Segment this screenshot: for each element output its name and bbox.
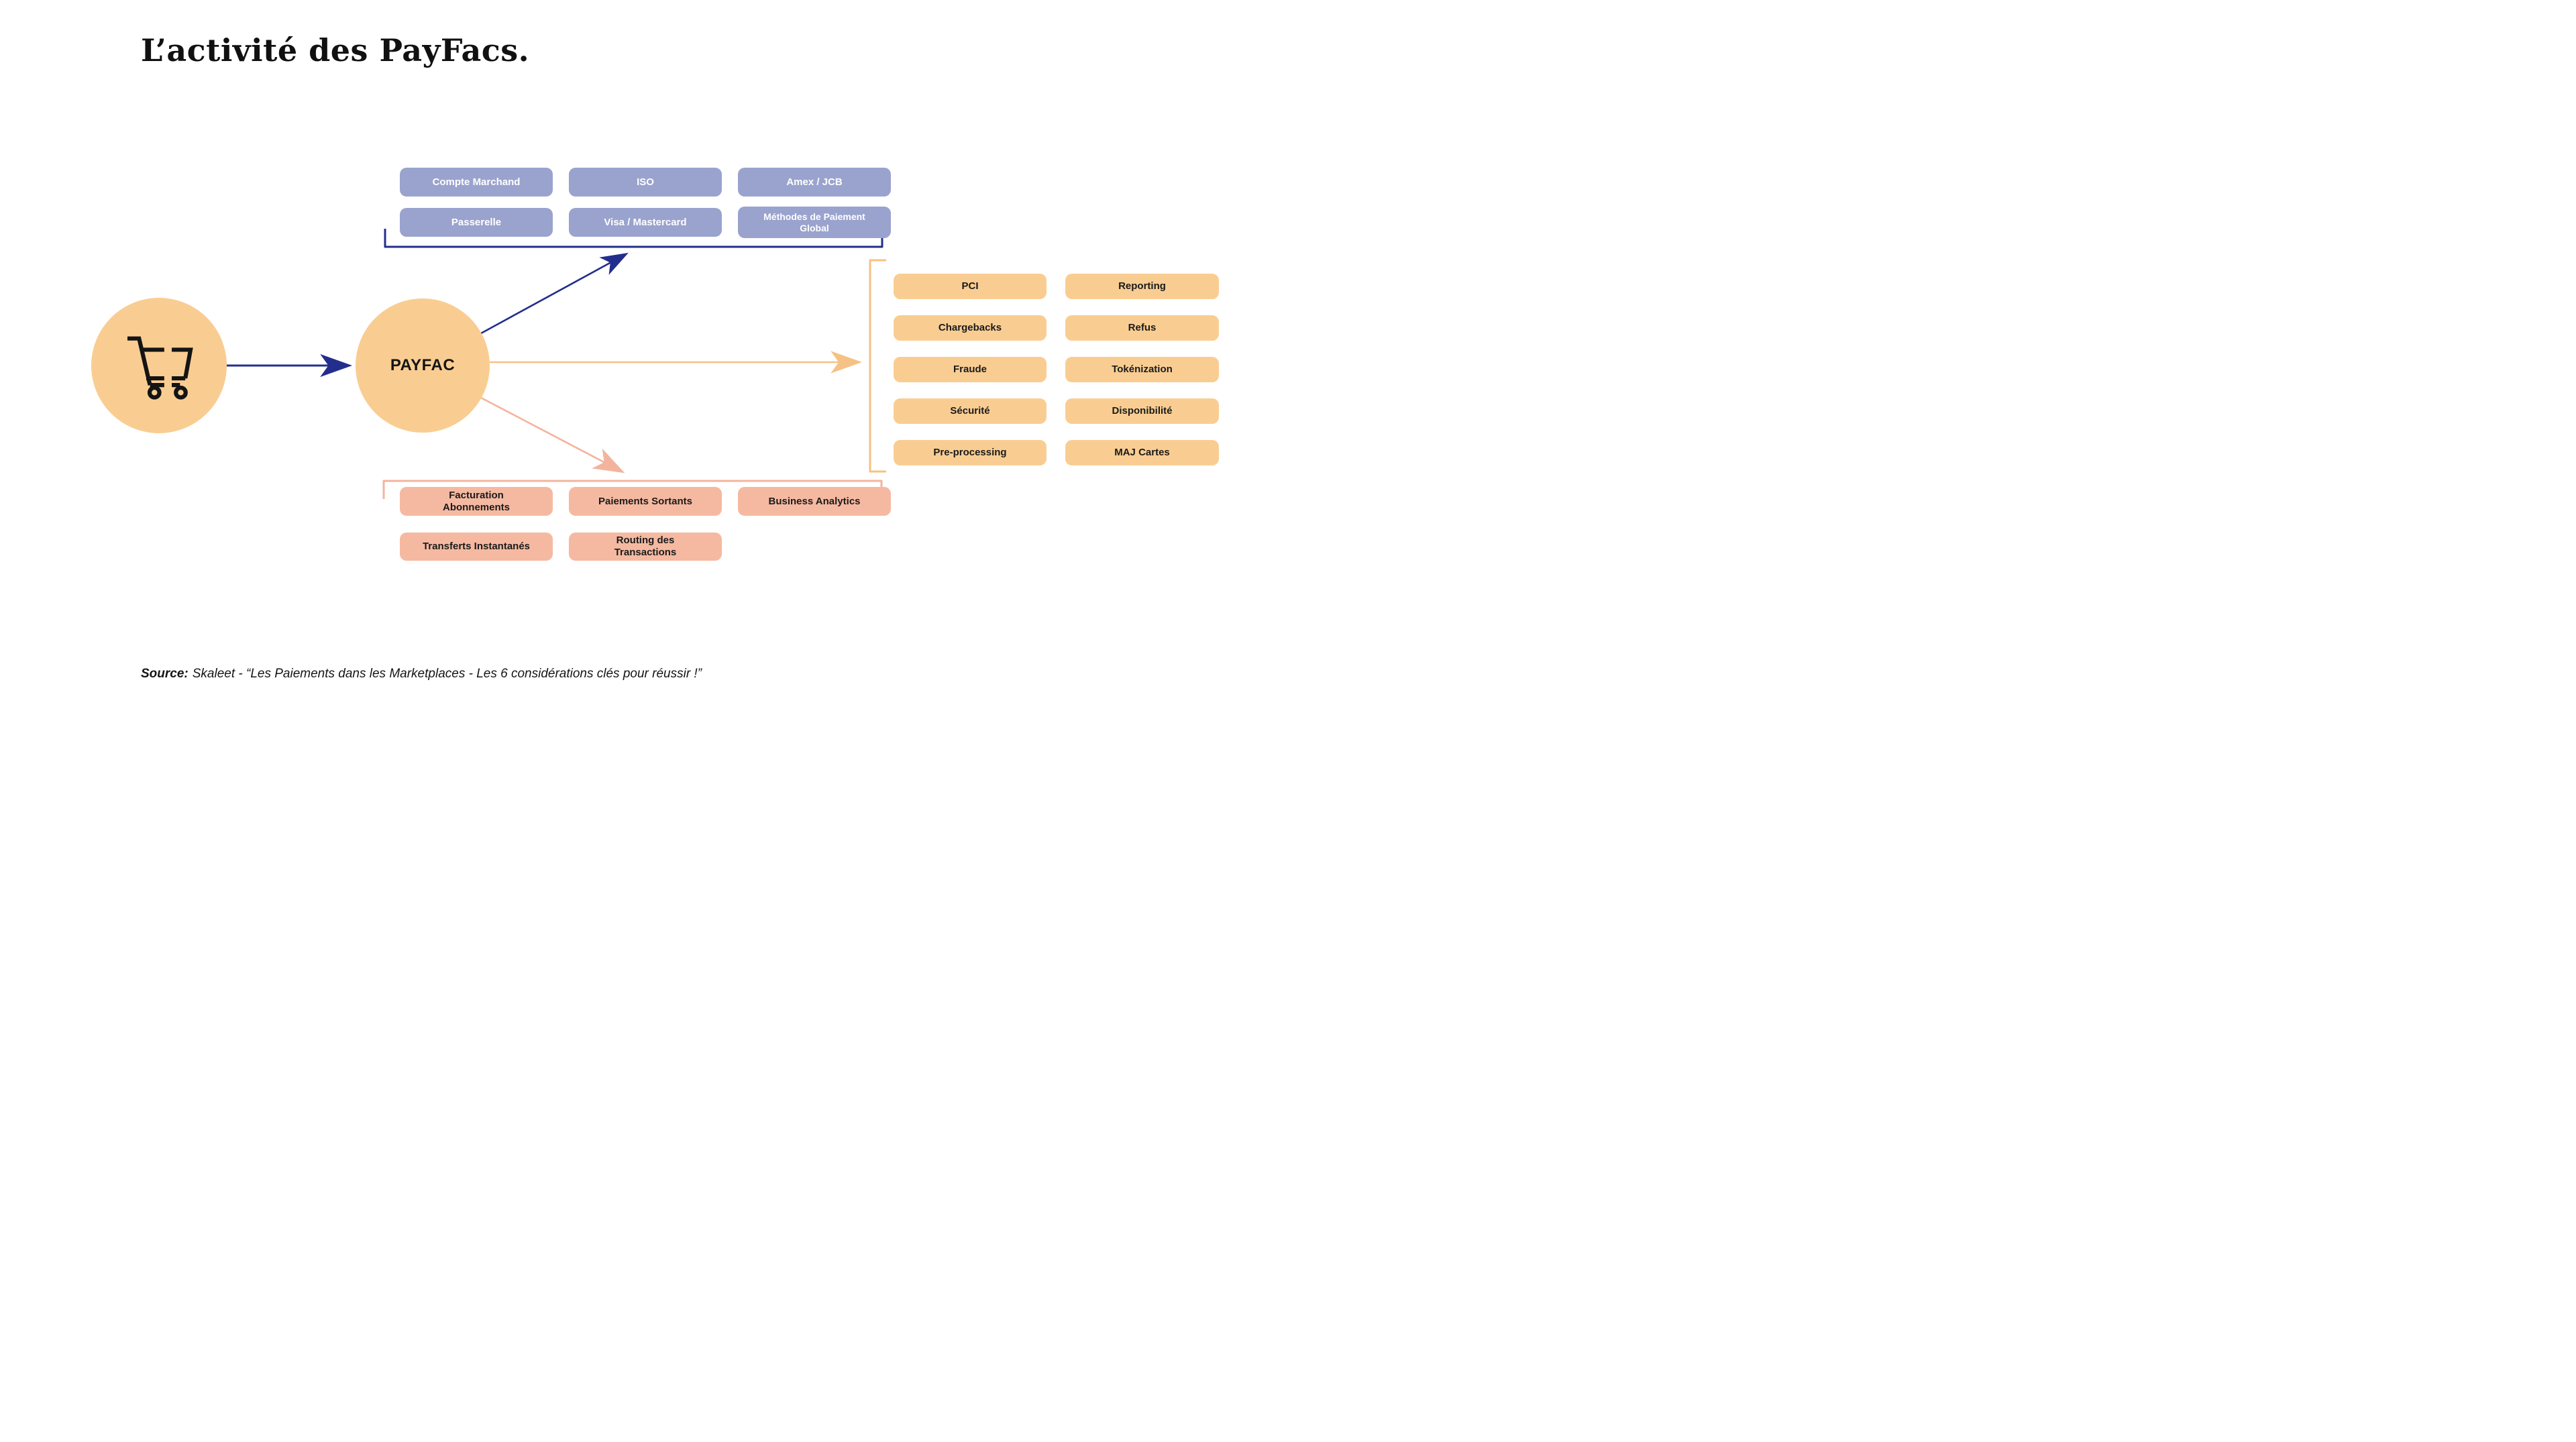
merchant-node	[91, 298, 227, 433]
box-facturation-abonnements: Facturation Abonnements	[400, 487, 553, 516]
box-transferts-instantanes: Transferts Instantanés	[400, 533, 553, 561]
box-pre-processing: Pre-processing	[894, 440, 1046, 465]
payfac-label: PAYFAC	[390, 356, 455, 374]
box-passerelle: Passerelle	[400, 208, 553, 237]
source-line: Source:Skaleet - “Les Paiements dans les…	[141, 667, 702, 681]
payfac-diagram: L’activité des PayFacs.	[0, 0, 1288, 721]
page-title: L’activité des PayFacs.	[141, 32, 530, 68]
box-maj-cartes: MAJ Cartes	[1065, 440, 1219, 465]
box-amex-jcb: Amex / JCB	[738, 168, 891, 197]
box-pci: PCI	[894, 274, 1046, 299]
box-visa-mastercard: Visa / Mastercard	[569, 208, 722, 237]
source-label: Source:	[141, 667, 189, 681]
source-text: Skaleet - “Les Paiements dans les Market…	[192, 667, 702, 681]
bracket-services-group	[869, 259, 886, 473]
box-business-analytics: Business Analytics	[738, 487, 891, 516]
box-compte-marchand: Compte Marchand	[400, 168, 553, 197]
box-iso: ISO	[569, 168, 722, 197]
box-paiements-sortants: Paiements Sortants	[569, 487, 722, 516]
box-reporting: Reporting	[1065, 274, 1219, 299]
arrow-payfac-to-acquiring	[480, 252, 629, 335]
box-routing-transactions: Routing des Transactions	[569, 533, 722, 561]
arrow-payfac-to-payouts	[480, 396, 625, 474]
box-chargebacks: Chargebacks	[894, 315, 1046, 341]
box-fraude: Fraude	[894, 357, 1046, 382]
box-methodes-paiement-global: Méthodes de Paiement Global	[738, 207, 891, 238]
box-securite: Sécurité	[894, 398, 1046, 424]
box-refus: Refus	[1065, 315, 1219, 341]
box-tokenization: Tokénization	[1065, 357, 1219, 382]
shopping-cart-icon	[127, 336, 193, 400]
box-disponibilite: Disponibilité	[1065, 398, 1219, 424]
payfac-node: PAYFAC	[356, 298, 490, 433]
